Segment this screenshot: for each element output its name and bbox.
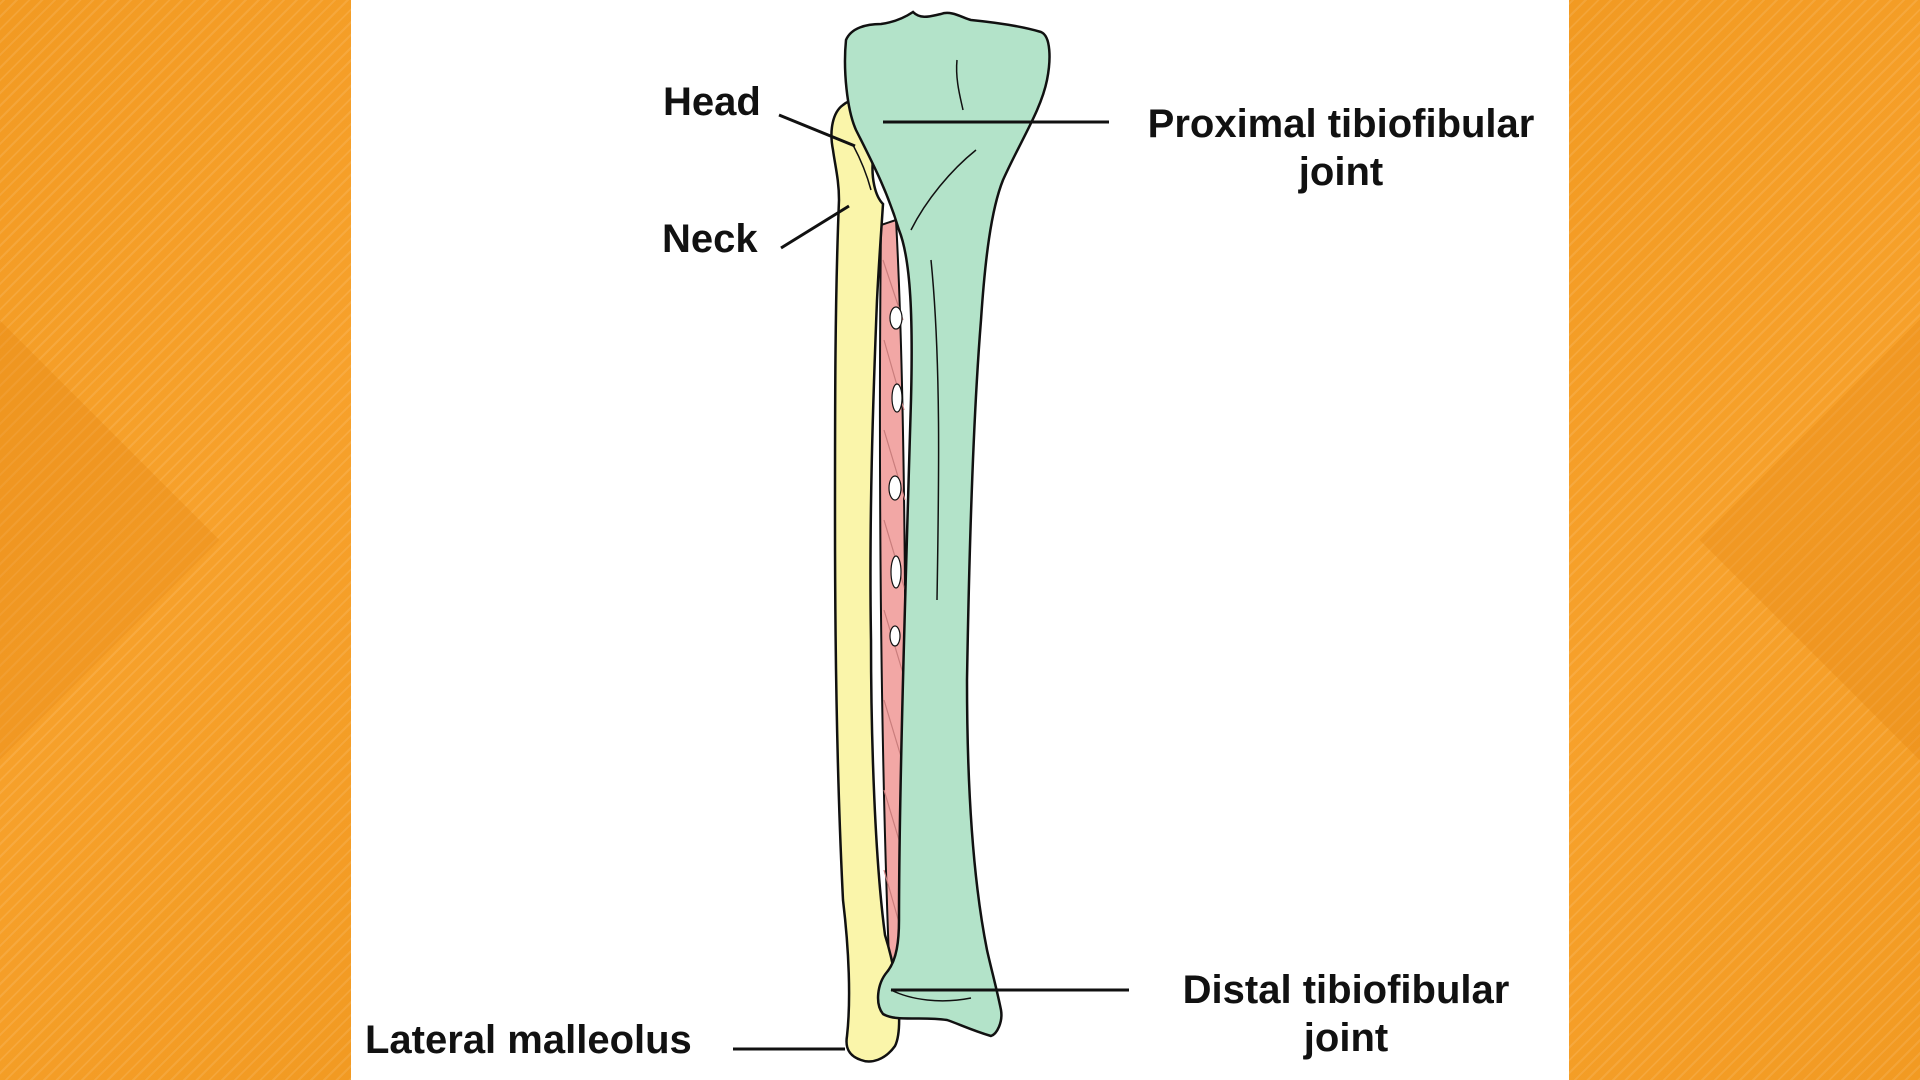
membrane-gaps (888, 306, 903, 647)
label-proximal-line2: joint (1298, 150, 1384, 194)
leader-lines (733, 113, 1129, 1051)
tibia-bone (843, 10, 1051, 1038)
fibula-head-contour (852, 144, 872, 191)
right-background-panel (1569, 0, 1920, 1080)
label-distal-tibiofibular-joint: Distal tibiofibular joint (1136, 966, 1556, 1062)
slide-content-panel: Head Neck Proximal tibiofibular joint Di… (351, 0, 1569, 1080)
label-proximal-line1: Proximal tibiofibular (1147, 102, 1535, 146)
tibia-fibula-diagram (733, 10, 1129, 1063)
fibula-bone (830, 99, 901, 1063)
label-head: Head (663, 80, 761, 124)
label-lateral-malleolus: Lateral malleolus (365, 1018, 692, 1062)
leader-line-neck (780, 204, 850, 250)
left-background-panel (0, 0, 351, 1080)
leader-line-head (778, 113, 856, 148)
right-diamond-decoration (1699, 200, 1920, 880)
label-distal-line2: joint (1303, 1016, 1389, 1060)
label-neck: Neck (662, 217, 758, 261)
label-proximal-tibiofibular-joint: Proximal tibiofibular joint (1126, 100, 1556, 196)
label-distal-line1: Distal tibiofibular (1182, 968, 1510, 1012)
tibia-detail-lines (890, 59, 977, 1002)
left-diamond-decoration (0, 200, 220, 880)
